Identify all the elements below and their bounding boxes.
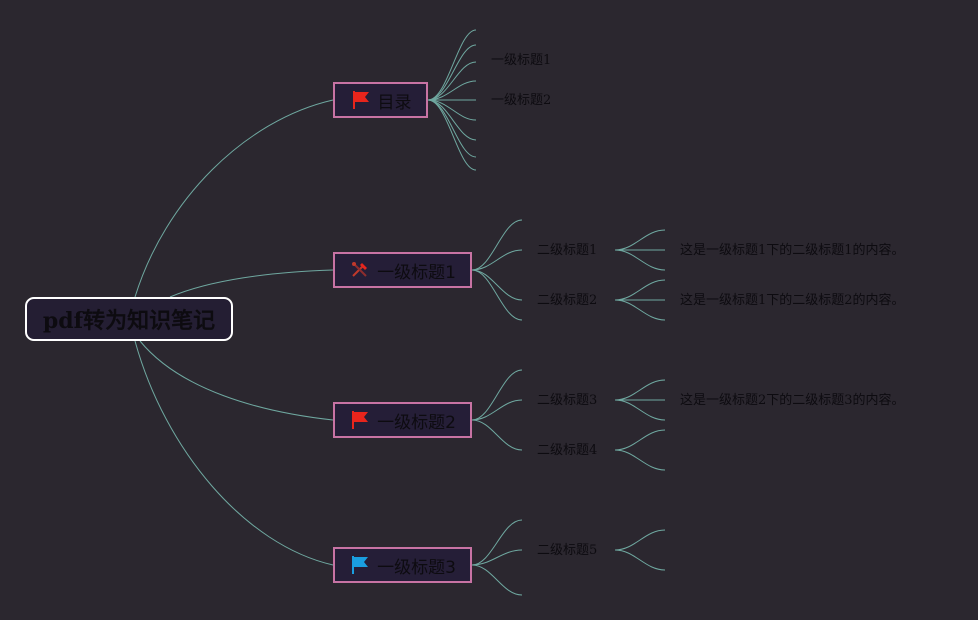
- topic-label: 一级标题2: [377, 412, 456, 433]
- subtopic-3[interactable]: 二级标题3: [537, 393, 598, 408]
- blue-flag-icon: [349, 554, 371, 576]
- topic-label: 一级标题1: [377, 262, 456, 283]
- root-node[interactable]: pdf转为知识笔记: [25, 297, 233, 341]
- topic-toc[interactable]: 目录: [333, 82, 428, 118]
- subtopic-2[interactable]: 二级标题2: [537, 293, 598, 308]
- topic-h2[interactable]: 一级标题2: [333, 402, 472, 438]
- toc-item-1[interactable]: 一级标题1: [491, 53, 552, 68]
- topic-h3[interactable]: 一级标题3: [333, 547, 472, 583]
- topic-label: 目录: [377, 92, 412, 113]
- subtopic-1[interactable]: 二级标题1: [537, 243, 598, 258]
- root-label: pdf转为知识笔记: [42, 308, 216, 334]
- subtopic-5[interactable]: 二级标题5: [537, 543, 598, 558]
- connector-root-toc: [134, 99, 334, 298]
- connector-root-h3: [134, 340, 334, 566]
- connector-root-h2: [139, 340, 334, 421]
- toc-item-2[interactable]: 一级标题2: [491, 93, 552, 108]
- content-note-2[interactable]: 这是一级标题1下的二级标题2的内容。: [680, 293, 905, 308]
- topic-h1[interactable]: 一级标题1: [333, 252, 472, 288]
- content-note-3[interactable]: 这是一级标题2下的二级标题3的内容。: [680, 393, 905, 408]
- tools-icon: [349, 259, 371, 281]
- red-flag-icon: [350, 89, 372, 111]
- topic-label: 一级标题3: [377, 557, 456, 578]
- subtopic-4[interactable]: 二级标题4: [537, 443, 598, 458]
- connector-root-h1: [169, 269, 334, 298]
- content-note-1[interactable]: 这是一级标题1下的二级标题1的内容。: [680, 243, 905, 258]
- red-flag-icon: [349, 409, 371, 431]
